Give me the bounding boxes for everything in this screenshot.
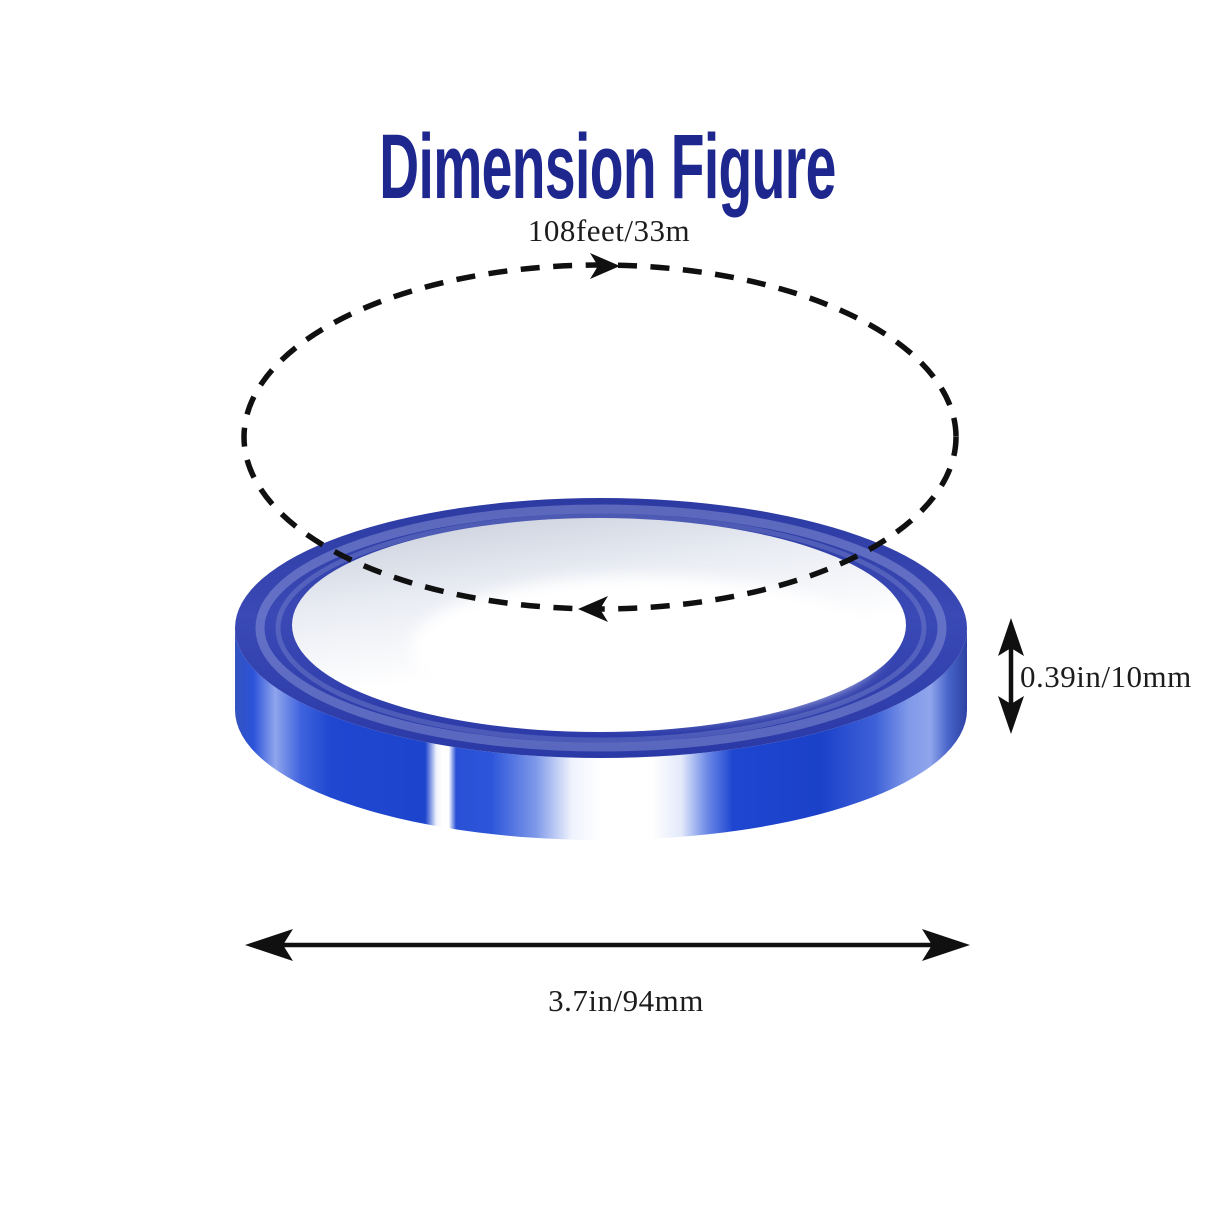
diameter-dimension-arrow [245,929,970,961]
tape-core-highlight [410,576,880,720]
tape-side-face [235,628,967,840]
tape-roll [235,498,967,840]
width-dimension-arrow [998,618,1024,734]
width-arrow-up-icon [998,618,1024,656]
diameter-arrow-right-icon [922,929,970,961]
length-arrow-bottom-icon [578,596,608,622]
diameter-arrow-left-icon [245,929,293,961]
tape-width-label: 0.39in/10mm [1020,659,1192,694]
page-title-wrap: Dimension Figure [0,121,1214,213]
tape-rim-texture-inner [275,513,927,743]
tape-length-label: 108feet/33m [527,213,691,248]
page-title: Dimension Figure [378,116,836,218]
length-arrow-top-icon [590,253,620,279]
width-arrow-down-icon [998,696,1024,734]
tape-rim-texture-outer [255,504,947,752]
tape-diameter-label: 3.7in/94mm [548,983,704,1018]
length-path [241,253,959,622]
